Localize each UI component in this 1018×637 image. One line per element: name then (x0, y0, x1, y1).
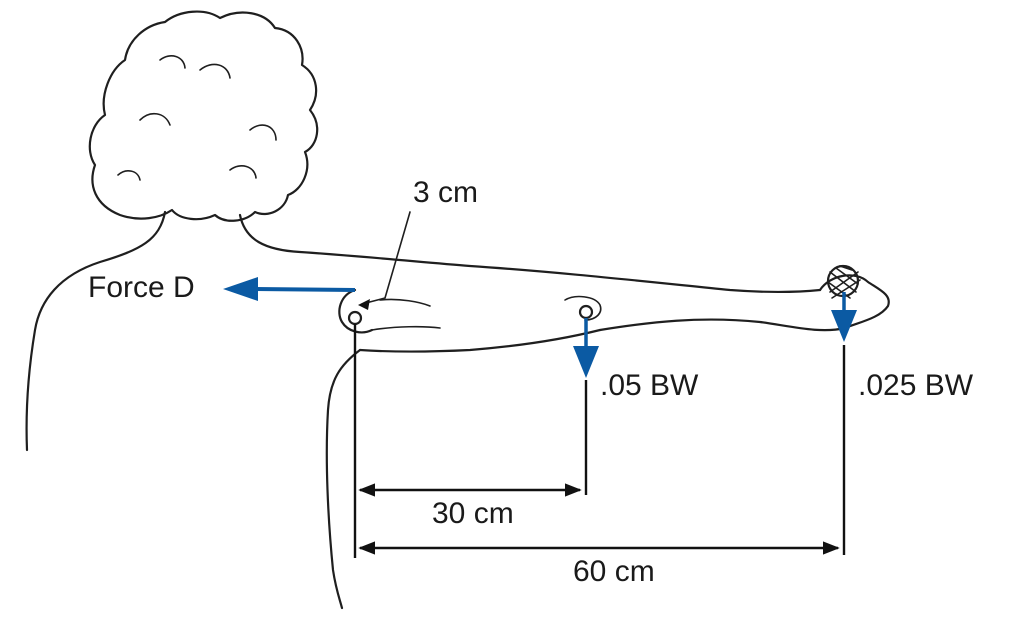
upper-arm-crease (371, 325, 441, 331)
hair-curl-3 (249, 124, 277, 141)
force-d-label: Force D (88, 271, 195, 304)
dist-60-label: 60 cm (573, 555, 655, 588)
arm-top-outline (238, 213, 822, 293)
ball-netting (827, 265, 861, 299)
dist-30-label: 30 cm (432, 497, 514, 530)
elbow-fold (564, 295, 602, 321)
shoulder-joint-icon (347, 310, 363, 326)
hair-curl-4 (117, 170, 141, 181)
arm-weight-label: .05 BW (600, 369, 699, 402)
upper-arm-crease-2 (379, 298, 431, 307)
hair-curl-2 (199, 63, 231, 79)
moment-arm-label: 3 cm (413, 176, 478, 209)
arm-weight-arrow-head (573, 346, 599, 378)
force-d-arrow-shaft (254, 287, 356, 292)
body-side-outline (325, 348, 362, 610)
hair-curl-6 (159, 55, 186, 69)
hair-curl-5 (229, 165, 257, 179)
force-d-arrow-head (223, 277, 258, 301)
hair-curl-1 (139, 112, 171, 126)
moment-arm-leader-head (358, 299, 370, 310)
hand-weight-arrow-head (831, 310, 857, 342)
hair-outline (88, 10, 319, 222)
hand-weight-label: .025 BW (858, 369, 974, 402)
forearm-bottom-outline (358, 328, 602, 353)
shoulder-joint-outline (338, 288, 374, 334)
neck-back-outline (25, 210, 167, 452)
arm-cg-icon (578, 304, 594, 320)
